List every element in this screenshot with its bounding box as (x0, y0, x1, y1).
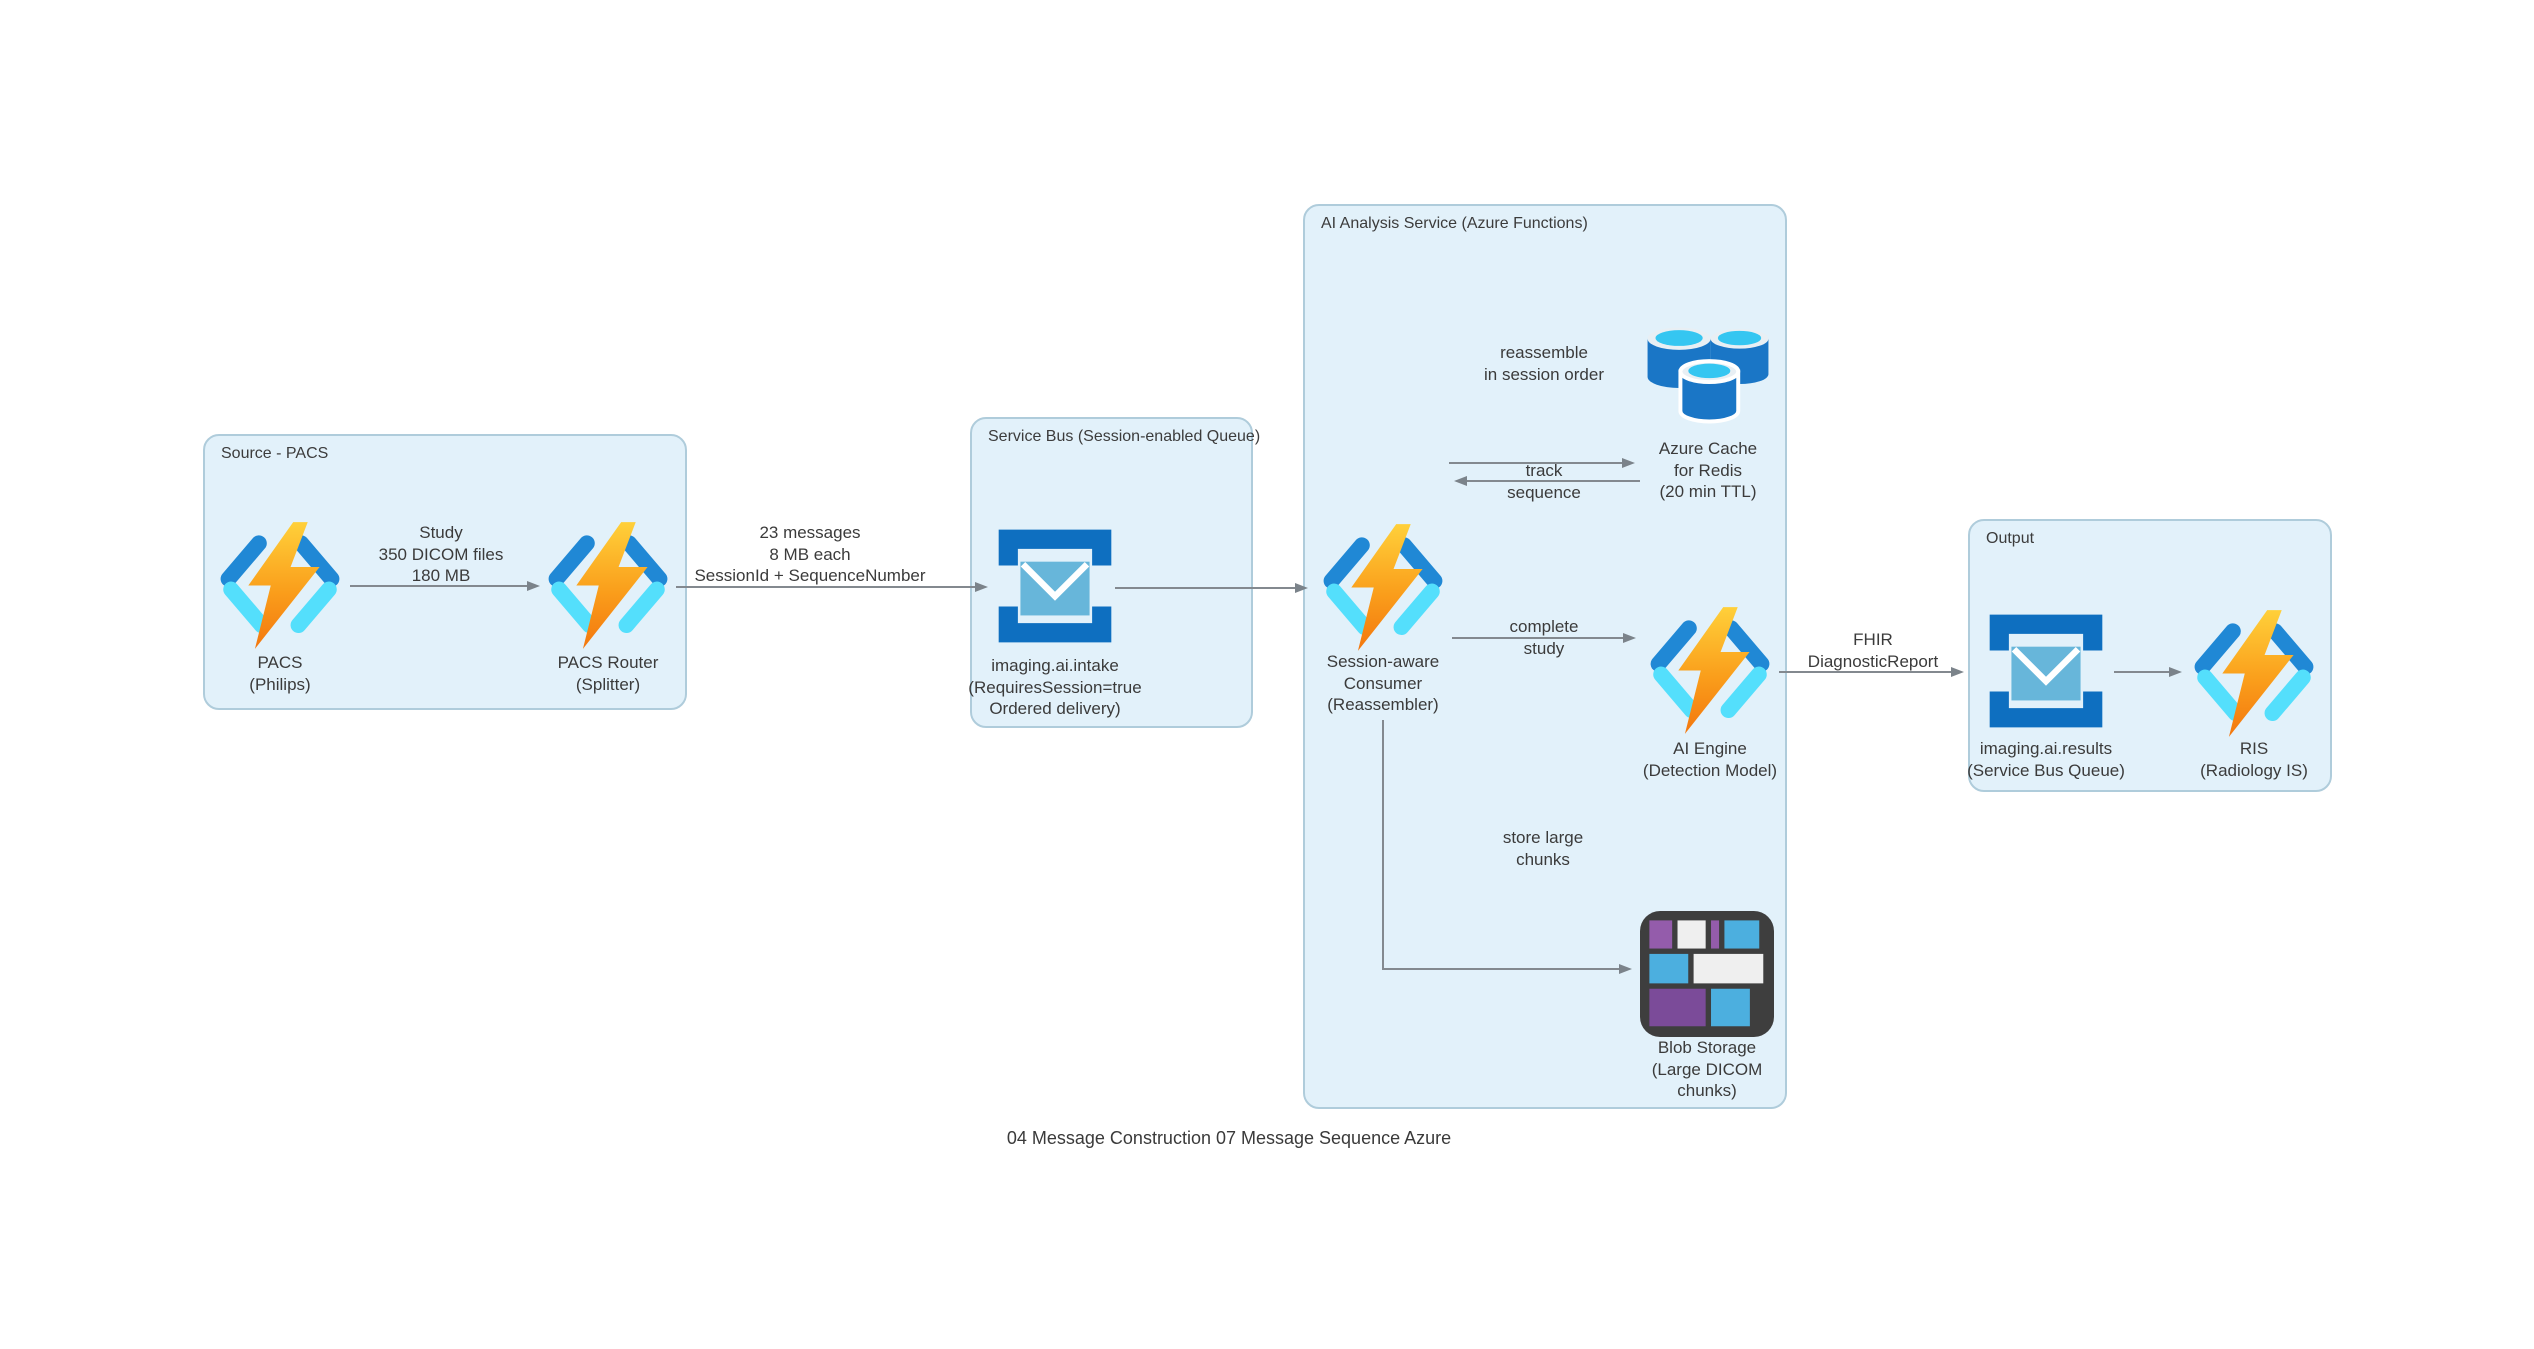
edge-label-reassemble: reassemble in session order (1483, 343, 1604, 384)
node-label-intake-queue: imaging.ai.intake (RequiresSession=true … (968, 656, 1142, 718)
group-ai-service-title: AI Analysis Service (Azure Functions) (1321, 215, 1588, 232)
edge-label-track-sequence: track sequence (1507, 461, 1581, 502)
group-source-title: Source - PACS (221, 445, 329, 462)
node-label-consumer: Session-aware Consumer (Reassembler) (1326, 652, 1440, 714)
node-label-ai-engine: AI Engine (Detection Model) (1642, 739, 1778, 780)
blob-storage-icon (1640, 911, 1774, 1037)
edge-label-messages: 23 messages 8 MB each SessionId + Sequen… (694, 523, 926, 585)
node-label-blob-storage: Blob Storage (Large DICOM chunks) (1651, 1038, 1763, 1100)
node-label-results-queue: imaging.ai.results (Service Bus Queue) (1967, 739, 2125, 780)
service-bus-queue-icon (991, 522, 1119, 650)
diagram-caption: 04 Message Construction 07 Message Seque… (1006, 1128, 1452, 1148)
node-label-pacs: PACS (Philips) (249, 653, 311, 694)
azure-functions-icon (2188, 610, 2320, 737)
node-label-pacs-router: PACS Router (Splitter) (557, 653, 659, 694)
group-output-title: Output (1986, 530, 2035, 547)
edge-label-complete-study: complete study (1509, 617, 1579, 658)
edge-label-study: Study 350 DICOM files 180 MB (378, 523, 504, 585)
edge-label-store-chunks: store large chunks (1502, 828, 1584, 869)
group-service-bus: Service Bus (Session-enabled Queue) (970, 417, 1260, 728)
group-service-bus-title: Service Bus (Session-enabled Queue) (988, 428, 1261, 445)
node-label-ris: RIS (Radiology IS) (2200, 739, 2308, 780)
edge-label-fhir-report: FHIR DiagnosticReport (1807, 630, 1939, 671)
edge-consumer-to-blob (1382, 720, 1632, 974)
node-label-redis: Azure Cache for Redis (20 min TTL) (1658, 439, 1758, 501)
